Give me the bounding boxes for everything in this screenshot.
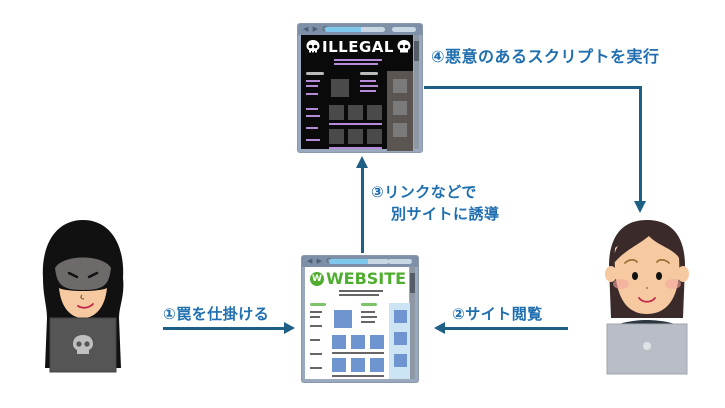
text-placeholder: [339, 290, 383, 292]
attacker-hacker-figure: [42, 220, 124, 373]
image-placeholder: [370, 358, 384, 372]
trap-page: W WEBSITE: [305, 267, 412, 379]
text-placeholder: [306, 85, 318, 87]
laptop: [606, 323, 688, 375]
text-placeholder: [360, 85, 378, 87]
image-placeholder: [370, 335, 384, 349]
image-placeholder: [351, 358, 365, 372]
text-placeholder: [361, 311, 375, 313]
arrow-step-1: [163, 327, 285, 330]
address-bar: [329, 259, 389, 264]
text-placeholder: [310, 316, 320, 318]
mask: [55, 257, 111, 290]
text-placeholder: [332, 352, 384, 354]
image-placeholder: [394, 310, 407, 323]
image-placeholder: [329, 129, 344, 144]
menu-dots: [306, 72, 324, 75]
arrow-step-4-vertical: [639, 86, 642, 202]
image-placeholder: [393, 79, 407, 93]
scrollbar: [414, 35, 419, 149]
image-placeholder: [334, 310, 352, 328]
browser-toolbar: ◀ ▶ C: [298, 24, 422, 35]
text-placeholder: [329, 147, 382, 149]
image-placeholder: [394, 354, 407, 367]
step-3-label-line2: 別サイトに誘導: [391, 205, 500, 223]
text-placeholder: [361, 316, 377, 318]
face: [614, 234, 680, 314]
image-placeholder: [367, 105, 382, 120]
text-placeholder: [360, 90, 376, 92]
image-placeholder: [348, 129, 363, 144]
search-bar: [392, 27, 416, 32]
website-logo-letter: W: [312, 274, 322, 284]
website-logo-text: WEBSITE: [326, 269, 407, 288]
illegal-page: ILLEGAL: [301, 35, 413, 151]
address-bar: [325, 27, 385, 32]
illegal-website-window: ◀ ▶ C ILLEGAL: [298, 24, 422, 152]
text-placeholder: [306, 139, 320, 141]
text-placeholder: [329, 123, 382, 125]
image-placeholder: [367, 129, 382, 144]
arrow-step-4-horizontal: [424, 86, 642, 89]
image-placeholder: [351, 335, 365, 349]
browser-toolbar: ◀ ▶ C: [302, 256, 418, 267]
text-placeholder: [361, 321, 375, 323]
text-placeholder: [360, 80, 376, 82]
menu-dots: [361, 303, 377, 306]
text-placeholder: [306, 127, 318, 129]
arrow-step-2: [445, 327, 568, 330]
victim-user-figure: [605, 220, 689, 375]
trap-website-window: ◀ ▶ C W WEBSITE: [302, 256, 418, 382]
menu-dots: [360, 72, 378, 75]
image-placeholder: [331, 79, 349, 97]
browser-nav-icons: ◀ ▶ C: [307, 257, 333, 265]
text-placeholder: [306, 115, 320, 117]
image-placeholder: [393, 101, 407, 115]
text-placeholder: [339, 294, 379, 296]
image-placeholder: [348, 105, 363, 120]
text-placeholder: [306, 80, 320, 82]
arrow-step-3: [361, 168, 364, 253]
menu-dots: [310, 303, 326, 306]
skull-icon: [73, 335, 93, 354]
image-placeholder: [394, 332, 407, 345]
text-placeholder: [310, 311, 322, 313]
scrollbar: [410, 267, 415, 379]
arrowhead-step-1: [284, 322, 295, 334]
step-1-label: ①罠を仕掛ける: [163, 305, 270, 323]
arrowhead-step-3: [356, 156, 368, 168]
image-placeholder: [332, 335, 346, 349]
text-placeholder: [334, 59, 382, 61]
text-placeholder: [332, 375, 384, 377]
text-placeholder: [306, 108, 318, 110]
laptop-logo-icon: [643, 342, 651, 350]
text-placeholder: [310, 325, 322, 327]
text-placeholder: [334, 63, 378, 65]
step-3-label-line1: ③リンクなどで: [371, 183, 477, 201]
image-placeholder: [393, 123, 407, 137]
step-4-label: ④悪意のあるスクリプトを実行: [431, 47, 660, 66]
browser-nav-icons: ◀ ▶ C: [303, 25, 329, 33]
arrowhead-step-2: [434, 322, 445, 334]
image-placeholder: [329, 105, 344, 120]
text-placeholder: [306, 93, 318, 95]
website-logo-badge: W: [310, 272, 324, 286]
text-placeholder: [310, 339, 320, 341]
skull-icon: [397, 40, 411, 53]
skull-icon: [306, 40, 320, 53]
illegal-logo-text: ILLEGAL: [322, 38, 394, 56]
image-placeholder: [332, 358, 346, 372]
text-placeholder: [310, 353, 322, 355]
text-placeholder: [310, 367, 322, 369]
search-bar: [388, 259, 412, 264]
arrowhead-step-4: [634, 201, 646, 213]
face: [59, 288, 107, 318]
step-2-label: ②サイト閲覧: [452, 305, 543, 323]
